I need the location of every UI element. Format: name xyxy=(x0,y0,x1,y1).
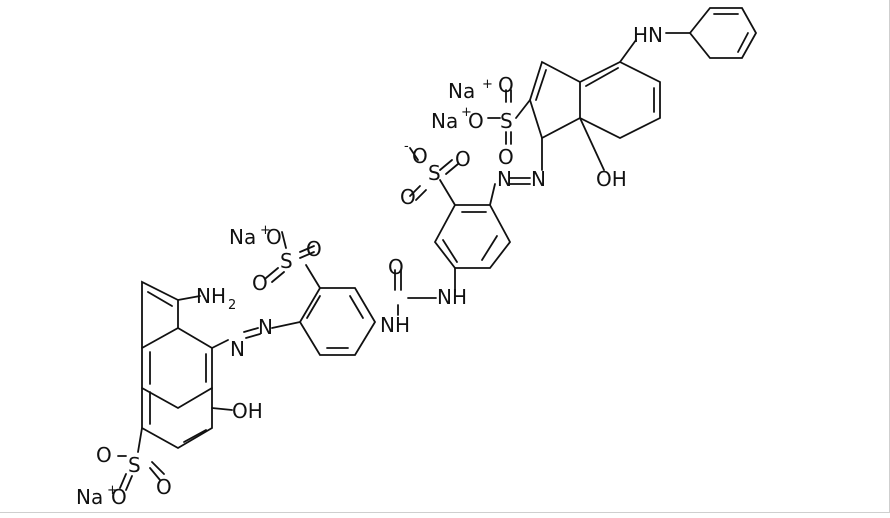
sulfur-label: S xyxy=(128,453,141,477)
azo-left-link xyxy=(211,339,229,349)
urea-bonds xyxy=(394,269,437,316)
phenyl-inner-double xyxy=(713,13,749,53)
nitrogen-label: N xyxy=(258,315,273,339)
oxygen-label: O xyxy=(412,144,428,168)
charge-label: + xyxy=(482,77,493,92)
top-naphthalene-ring-a xyxy=(579,60,661,140)
bottom-naph-to-nh2 xyxy=(177,295,201,301)
sulfur-label: S xyxy=(500,109,513,133)
oxygen-label: O xyxy=(468,109,484,133)
oxygen-label: O xyxy=(111,485,127,509)
left-benzene-ring xyxy=(298,287,377,356)
hydroxyl-label: OH xyxy=(596,167,627,191)
top-naph-c3-to-s xyxy=(515,99,531,119)
amine-nh2-label: NH xyxy=(196,284,226,308)
left-ring-to-azo xyxy=(271,321,301,329)
charge-label: + xyxy=(107,483,118,498)
middle-ring-inner xyxy=(442,211,498,263)
amine-subscript: 2 xyxy=(228,298,236,313)
oxygen-label: O xyxy=(266,225,282,249)
phenyl-ring xyxy=(688,7,758,59)
amide-nh-label: NH xyxy=(380,313,410,337)
sodium-ion-label: Na xyxy=(76,485,103,509)
bottom-naph-to-s xyxy=(137,427,143,453)
sulfur-label: S xyxy=(280,249,293,273)
middle-sulfonate-bonds xyxy=(409,147,459,201)
top-naphthalene-ring-b xyxy=(529,60,581,140)
azo-left-bond xyxy=(243,327,261,339)
sodium-ion-label: Na xyxy=(448,79,475,103)
nitrogen-label: N xyxy=(230,337,245,361)
bond-lines xyxy=(117,7,758,491)
left-sulfonate-bonds xyxy=(265,231,315,283)
oxygen-label: O xyxy=(498,145,514,169)
hydroxyl-label: OH xyxy=(232,399,263,423)
top-sulfonate-bonds xyxy=(487,89,512,145)
nitrogen-label: N xyxy=(531,167,546,191)
bottom-naph-ring-c xyxy=(141,387,213,450)
bottom-naph-to-oh xyxy=(211,407,233,411)
oxygen-label: O xyxy=(252,271,268,295)
oxygen-label: O xyxy=(156,475,172,499)
oxygen-label: O xyxy=(498,73,514,97)
atom-labels: HN Na + O Na + O S O OH N N - O S O O NH… xyxy=(76,23,663,509)
nitrogen-label: N xyxy=(497,167,512,191)
oxygen-label: O xyxy=(455,147,471,171)
sulfur-label: S xyxy=(428,161,441,185)
middle-benzene-ring xyxy=(433,204,512,269)
charge-label: + xyxy=(260,223,271,238)
oxygen-label: O xyxy=(306,237,322,261)
bottom-naphthalene-ring-b xyxy=(141,280,179,349)
azo-top-bond xyxy=(509,177,531,185)
sodium-ion-label: Na xyxy=(431,109,458,133)
charge-label: + xyxy=(461,105,472,120)
anilino-to-naph xyxy=(619,39,637,63)
bottom-naphthalene-ring-a xyxy=(141,326,213,410)
amide-nh-label: NH xyxy=(437,285,467,309)
bottom-naph-ring-c-inner xyxy=(149,391,207,443)
left-ring-inner xyxy=(306,295,364,349)
charge-label: - xyxy=(404,139,409,154)
middle-ring-to-s xyxy=(439,179,456,206)
left-ring-to-s xyxy=(305,264,321,289)
top-naph-inner xyxy=(535,67,655,113)
bottom-naph-inner xyxy=(147,291,207,385)
bottom-sulfonate-bonds xyxy=(117,455,165,491)
oxygen-label: O xyxy=(400,185,416,209)
oxygen-label: O xyxy=(96,443,112,467)
azo-top-link xyxy=(489,183,496,206)
sodium-ion-label: Na xyxy=(229,225,256,249)
anilino-nh-label: HN xyxy=(633,23,663,47)
carbonyl-oxygen-label: O xyxy=(388,255,404,279)
top-naph-to-oh xyxy=(579,117,605,171)
